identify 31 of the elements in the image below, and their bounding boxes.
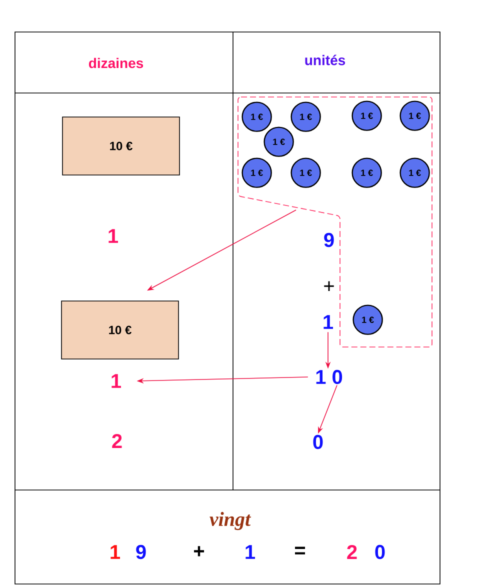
dashed-outline bbox=[238, 96, 432, 348]
coin: 1 € bbox=[242, 102, 272, 132]
math-sign: + bbox=[194, 546, 204, 556]
digit: 1 bbox=[110, 545, 120, 559]
coin: 1 € bbox=[290, 102, 321, 132]
digit: 1 bbox=[324, 315, 334, 329]
coin: 1 € bbox=[264, 126, 294, 157]
number-word: vingt bbox=[210, 512, 252, 530]
coin: 1 € bbox=[290, 158, 321, 188]
digit: 2 bbox=[112, 434, 122, 448]
math-sign: = bbox=[295, 546, 306, 554]
coin: 1 € bbox=[352, 100, 382, 131]
coin: 1 € bbox=[400, 100, 430, 131]
digit: 1 bbox=[112, 374, 121, 388]
digit: 0 bbox=[313, 434, 323, 450]
digit: 0 bbox=[375, 544, 385, 560]
digit: 1 bbox=[246, 545, 255, 559]
coin: 1 € bbox=[352, 304, 383, 335]
column-heading: unités bbox=[305, 54, 346, 66]
digit: 1 bbox=[108, 229, 118, 243]
coin: 1 € bbox=[352, 158, 382, 188]
digit: 1 0 bbox=[316, 370, 342, 384]
digit: 9 bbox=[324, 232, 334, 248]
digit: 2 bbox=[347, 545, 357, 559]
coin: 1 € bbox=[242, 158, 272, 188]
coin: 1 € bbox=[400, 158, 430, 188]
banknote-box: 10 € bbox=[61, 300, 179, 360]
plus-sign: + bbox=[324, 281, 334, 292]
digit: 9 bbox=[136, 544, 146, 560]
banknote-box: 10 € bbox=[62, 116, 180, 176]
column-heading: dizaines bbox=[88, 58, 144, 68]
